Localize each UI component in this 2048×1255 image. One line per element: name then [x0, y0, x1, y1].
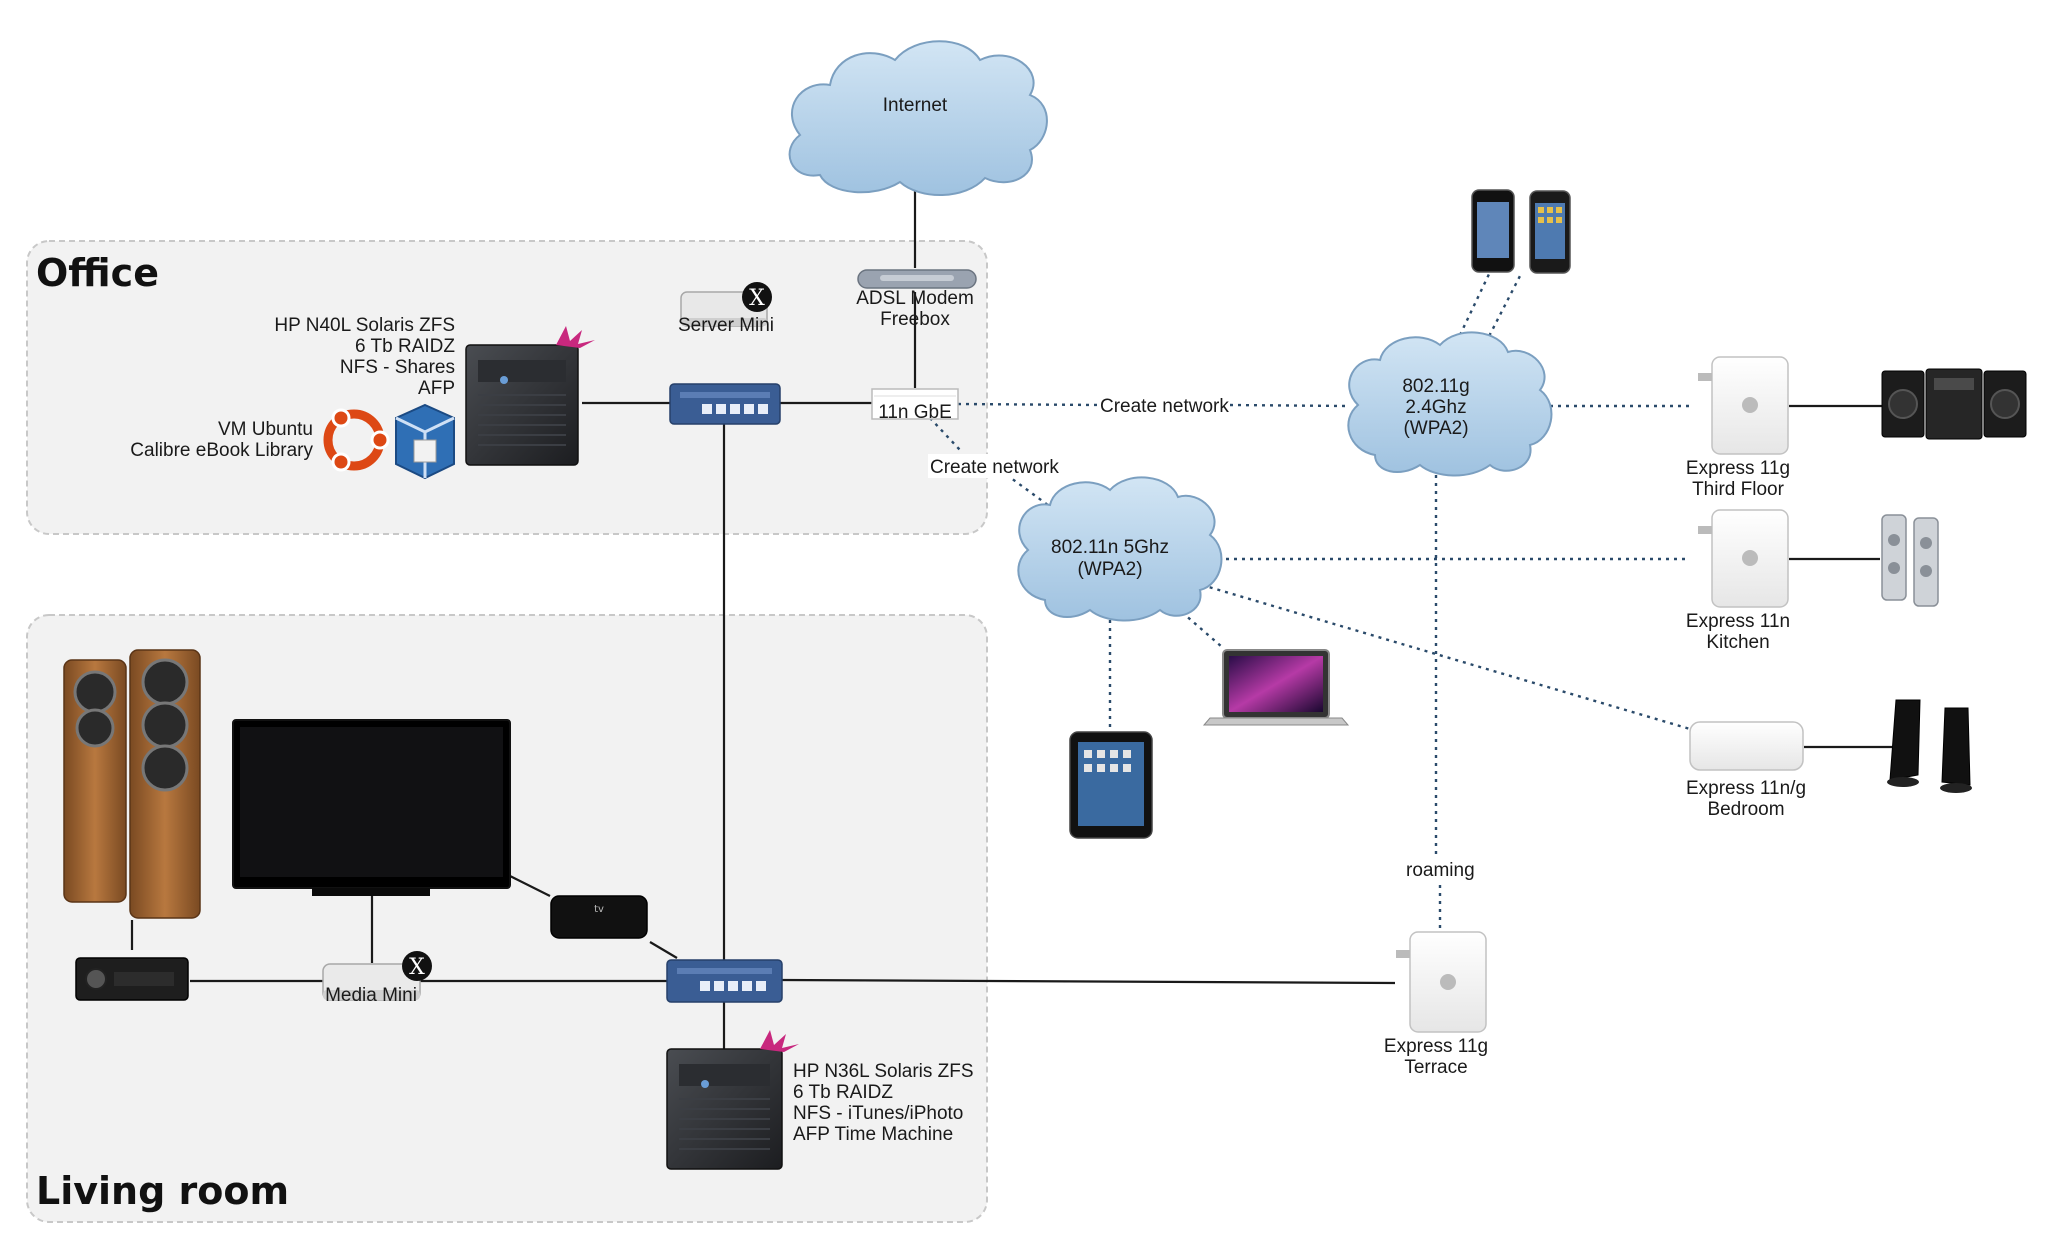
- airport-express-kitchen: Express 11n Kitchen: [1686, 509, 1790, 653]
- wifi-5-line2: (WPA2): [1077, 559, 1142, 580]
- wifi-24-line1: 802.11g: [1402, 376, 1469, 397]
- roaming-label: roaming: [1406, 860, 1475, 881]
- apple-logo-icon: [1742, 550, 1758, 566]
- nas-living: [666, 1030, 799, 1170]
- office-title: Office: [36, 251, 159, 295]
- wifi-24ghz-cloud: 802.11g 2.4Ghz (WPA2): [1347, 331, 1553, 477]
- express-bedroom-line2: Bedroom: [1707, 799, 1784, 820]
- adsl-modem-line2: Freebox: [880, 309, 950, 330]
- stereo-system-icon: [1881, 368, 2027, 440]
- x-badge-media: [402, 951, 432, 981]
- amplifier: [75, 957, 189, 1001]
- vm-ubuntu-line2: Calibre eBook Library: [130, 440, 313, 461]
- living-room-title: Living room: [36, 1169, 289, 1213]
- express-kitchen-line2: Kitchen: [1706, 632, 1769, 653]
- internet-label: Internet: [883, 95, 948, 116]
- express-third-line2: Third Floor: [1692, 479, 1785, 500]
- airport-express-terrace: Express 11g Terrace: [1384, 931, 1488, 1078]
- wifi-24-line3: (WPA2): [1403, 418, 1468, 439]
- create-network-label-5: Create network: [930, 457, 1059, 478]
- x-badge-server: [742, 282, 772, 312]
- wifi-24-line2: 2.4Ghz: [1405, 397, 1466, 418]
- adsl-modem: ADSL Modem Freebox: [856, 269, 977, 330]
- iphone-icon: [1471, 189, 1571, 274]
- wifi-5ghz-cloud: 802.11n 5Ghz (WPA2): [1017, 476, 1223, 622]
- express-terrace-line1: Express 11g: [1384, 1036, 1488, 1057]
- wired-links: [130, 182, 1892, 1050]
- create-network-label-24: Create network: [1100, 396, 1229, 417]
- nas-office-line3: NFS - Shares: [340, 357, 455, 378]
- nas-office-line4: AFP: [418, 378, 455, 399]
- router-11n-gbe: 11n GbE: [871, 388, 959, 423]
- svg-text:X: X: [749, 286, 765, 311]
- internet-cloud: Internet: [788, 40, 1048, 197]
- server-mini-label: Server Mini: [678, 315, 774, 336]
- virtualbox-icon: [395, 403, 455, 480]
- media-mini: X Media Mini: [322, 951, 432, 1006]
- svg-text:X: X: [409, 955, 425, 980]
- apple-logo-icon: [1742, 397, 1758, 413]
- nas-living-line2: 6 Tb RAIDZ: [793, 1082, 893, 1103]
- nas-office-line1: HP N40L Solaris ZFS: [274, 315, 455, 336]
- wireless-links: [929, 271, 1691, 930]
- nas-living-line1: HP N36L Solaris ZFS: [793, 1061, 974, 1082]
- living-room-switch: [666, 959, 783, 1003]
- ipad-icon: [1069, 731, 1153, 839]
- express-bedroom-line1: Express 11n/g: [1686, 778, 1806, 799]
- svg-text:tv: tv: [594, 904, 604, 915]
- vm-ubuntu-line1: VM Ubuntu: [218, 419, 313, 440]
- slim-speakers-icon: [1881, 514, 1939, 607]
- apple-tv: tv: [550, 895, 648, 939]
- macbook-icon: [1202, 649, 1350, 726]
- express-kitchen-line1: Express 11n: [1686, 611, 1790, 632]
- server-mini: X Server Mini: [678, 282, 774, 336]
- tv: [232, 719, 511, 896]
- wifi-5-line1: 802.11n 5Ghz: [1051, 537, 1169, 558]
- express-terrace-line2: Terrace: [1404, 1057, 1467, 1078]
- nas-living-line4: AFP Time Machine: [793, 1124, 953, 1145]
- express-third-line1: Express 11g: [1686, 458, 1790, 479]
- nas-office-label: HP N40L Solaris ZFS 6 Tb RAIDZ NFS - Sha…: [274, 315, 455, 399]
- desktop-speakers-icon: [1887, 699, 1972, 793]
- office-switch: [669, 383, 781, 425]
- ubuntu-icon: [323, 408, 390, 472]
- airport-express-third-floor: Express 11g Third Floor: [1686, 356, 1790, 500]
- airport-express-bedroom: Express 11n/g Bedroom: [1686, 721, 1806, 820]
- nas-office-line2: 6 Tb RAIDZ: [355, 336, 455, 357]
- nas-living-line3: NFS - iTunes/iPhoto: [793, 1103, 963, 1124]
- apple-logo-icon: [1440, 974, 1456, 990]
- adsl-modem-line1: ADSL Modem: [856, 288, 974, 309]
- media-mini-label: Media Mini: [325, 985, 417, 1006]
- vm-ubuntu-label: VM Ubuntu Calibre eBook Library: [130, 419, 313, 461]
- router-label: 11n GbE: [878, 402, 952, 423]
- tower-speakers: [63, 649, 201, 919]
- nas-living-label: HP N36L Solaris ZFS 6 Tb RAIDZ NFS - iTu…: [793, 1061, 974, 1145]
- nas-office: [465, 326, 595, 466]
